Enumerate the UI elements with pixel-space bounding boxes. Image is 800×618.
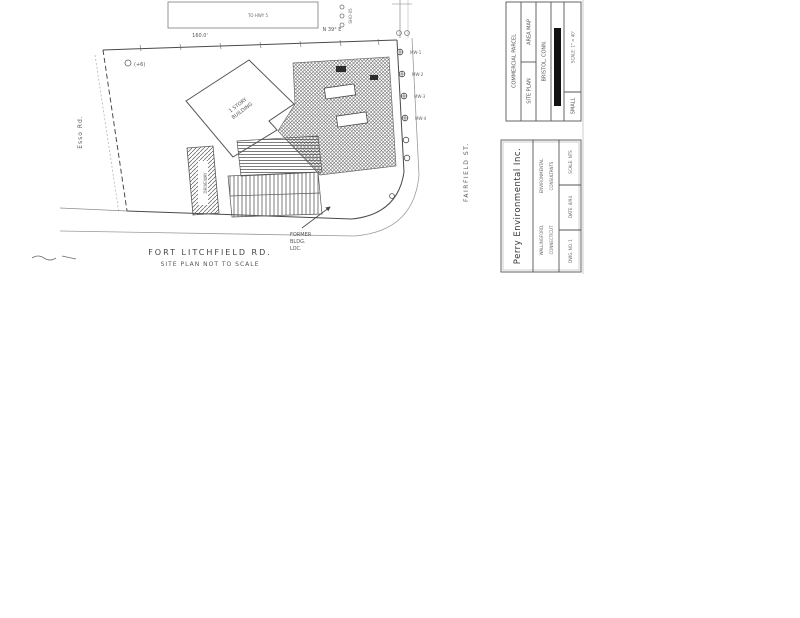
benchmark-label: (+6) bbox=[134, 62, 145, 68]
scale-note-label: SITE PLAN NOT TO SCALE bbox=[161, 261, 260, 268]
former-label-line1: FORMER bbox=[290, 232, 312, 238]
driveway-strip: DRIVEWAY bbox=[186, 145, 220, 216]
company-name: Perry Environmental Inc. bbox=[513, 148, 523, 264]
titleblock-parcel-label: COMMERCIAL PARCEL bbox=[512, 34, 518, 88]
titleblock-cell-date: DATE: 8/94 bbox=[568, 196, 573, 218]
former-building-callout: FORMER BLDG. LOC. bbox=[290, 206, 331, 252]
company-sub-line1: ENVIRONMENTAL bbox=[539, 158, 544, 193]
title-block: COMMERCIAL PARCEL AREA MAP SITE PLAN BRI… bbox=[500, 0, 584, 274]
titleblock-location-label: BRISTOL, CONN. bbox=[542, 40, 548, 81]
driveway-label: DRIVEWAY bbox=[203, 172, 208, 193]
street-name-label: FORT LITCHFIELD RD. bbox=[148, 248, 272, 257]
title-block-upper bbox=[505, 1, 582, 122]
former-label-line2: BLDG. bbox=[290, 239, 306, 245]
parking-stripes bbox=[227, 171, 323, 218]
canopy-hatch bbox=[236, 135, 323, 177]
titleblock-cell-dwg: DWG. NO. 1 bbox=[568, 239, 573, 263]
scale-bar bbox=[554, 28, 561, 106]
plan-area: TO HWY 5 SHO-05 bbox=[31, 0, 470, 268]
titleblock-siteplan-label: SITE PLAN bbox=[527, 78, 533, 104]
well-label-4: MW-4 bbox=[415, 116, 427, 121]
company-city-line2: CONNECTICUT bbox=[549, 225, 554, 255]
titleblock-areamap-label: AREA MAP bbox=[527, 19, 533, 45]
shed-label: TO HWY 5 bbox=[247, 13, 269, 18]
well-label-2: MW-2 bbox=[412, 72, 424, 77]
benchmark-marker: (+6) bbox=[124, 59, 145, 68]
well-label-3: MW-3 bbox=[414, 94, 426, 99]
titleblock-scale-label: SCALE: 1" = 40' bbox=[571, 31, 576, 63]
tank-symbol-2 bbox=[370, 75, 378, 80]
road-edges bbox=[59, 37, 420, 237]
titleblock-cell-scale: SCALE: NTS bbox=[568, 150, 573, 174]
tank-symbol-1 bbox=[336, 66, 346, 72]
pump-island-1 bbox=[323, 83, 357, 100]
left-road-label: Esso Rd. bbox=[77, 115, 84, 149]
shed-outline: TO HWY 5 SHO-05 bbox=[167, 0, 412, 38]
top-dimension-label: 160.0' bbox=[192, 33, 208, 39]
company-city-line1: WALLINGFORD, bbox=[539, 225, 544, 256]
main-building: 1 STORY BUILDING bbox=[185, 59, 295, 158]
top-bearing-label: N 39° E bbox=[323, 27, 342, 33]
title-block-lower bbox=[500, 139, 582, 273]
company-sub-line2: CONSULTANTS bbox=[549, 161, 554, 190]
margin-scribble bbox=[31, 255, 77, 261]
pump-island-2 bbox=[335, 111, 369, 128]
titleblock-sheet-label: SMALL bbox=[571, 98, 577, 115]
side-street-label: FAIRFIELD ST. bbox=[463, 142, 470, 202]
well-label-1: MW-1 bbox=[410, 50, 422, 55]
shed-side-label: SHO-05 bbox=[348, 8, 353, 24]
former-label-line3: LOC. bbox=[290, 246, 302, 252]
monitoring-wells bbox=[389, 48, 411, 199]
